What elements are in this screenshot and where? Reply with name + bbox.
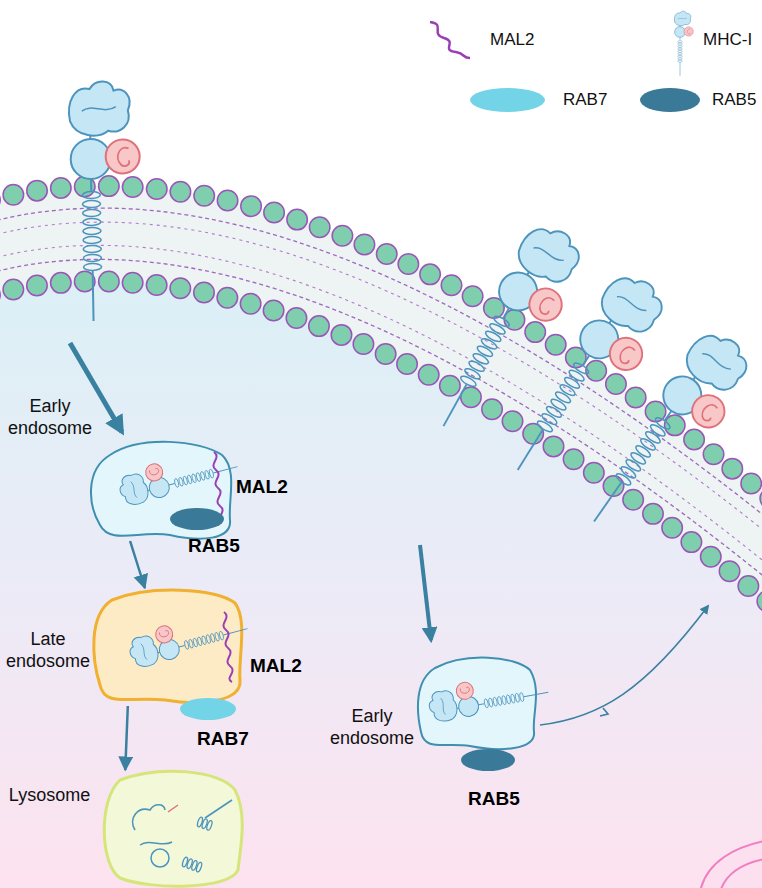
legend-text: MAL2 xyxy=(490,30,534,50)
legend-mal2-sample xyxy=(430,22,470,58)
mhc-molecules xyxy=(68,81,762,548)
legend-swatch xyxy=(470,88,545,112)
early-endosome-figure xyxy=(91,442,240,539)
recycling-arrow-mark xyxy=(600,708,608,716)
endocytosis-arrow xyxy=(420,545,431,640)
protein-label: RAB5 xyxy=(188,535,240,557)
recycling-arrow xyxy=(540,606,708,725)
protein-label: RAB5 xyxy=(468,788,520,810)
compartment-label: Early endosome xyxy=(5,395,95,439)
protein-label: RAB7 xyxy=(197,728,249,750)
late-endosome-figure xyxy=(94,590,250,720)
recycling-endosome-figure xyxy=(418,658,550,771)
trafficking-arrow xyxy=(125,706,128,770)
protein-label: MAL2 xyxy=(250,655,302,677)
plasma-membrane xyxy=(0,186,762,605)
legend-text: RAB7 xyxy=(563,90,607,110)
protein-label: MAL2 xyxy=(236,476,288,498)
nucleus-edge xyxy=(700,840,762,888)
endosome-node: Late endosomeMAL2RAB7 xyxy=(98,590,240,705)
compartment-label: Late endosome xyxy=(3,628,93,672)
lysosome-figure xyxy=(104,771,242,886)
legend-text: RAB5 xyxy=(712,90,756,110)
legend-text: MHC-I xyxy=(703,30,752,50)
compartment-label: Early endosome xyxy=(328,705,416,749)
compartment-label: Lysosome xyxy=(2,784,97,806)
endosome-node: Early endosomeRAB5 xyxy=(420,660,535,750)
legend-swatch xyxy=(640,88,700,112)
endosome-node: Lysosome xyxy=(105,772,240,882)
endosome-node: Early endosomeMAL2RAB5 xyxy=(95,440,230,540)
legend-mhc-sample xyxy=(674,11,693,76)
trafficking-arrow xyxy=(130,541,145,588)
